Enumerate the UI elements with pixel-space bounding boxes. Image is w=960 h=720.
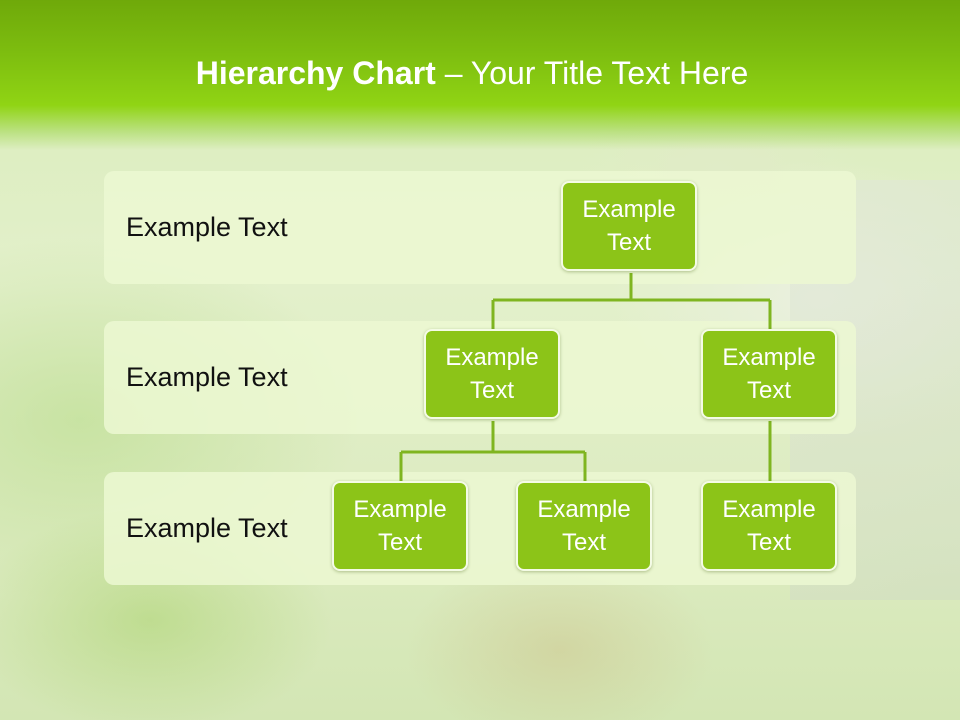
level-band-1 bbox=[104, 171, 856, 284]
connector-root-level2 bbox=[491, 273, 772, 329]
slide-title: Hierarchy Chart – Your Title Text Here bbox=[0, 55, 944, 92]
node-level2-left[interactable]: Example Text bbox=[424, 329, 560, 419]
level-label-3: Example Text bbox=[126, 513, 288, 543]
title-rest: – Your Title Text Here bbox=[435, 55, 749, 91]
title-bar bbox=[0, 0, 960, 150]
node-level2-right[interactable]: Example Text bbox=[701, 329, 837, 419]
connector-left-level3 bbox=[399, 421, 587, 481]
node-root[interactable]: Example Text bbox=[561, 181, 697, 271]
title-bold: Hierarchy Chart bbox=[195, 55, 436, 91]
level-label-1: Example Text bbox=[126, 212, 288, 242]
level-label-2: Example Text bbox=[126, 362, 288, 392]
node-level3-c[interactable]: Example Text bbox=[701, 481, 837, 571]
node-level3-b[interactable]: Example Text bbox=[516, 481, 652, 571]
node-level3-a[interactable]: Example Text bbox=[332, 481, 468, 571]
